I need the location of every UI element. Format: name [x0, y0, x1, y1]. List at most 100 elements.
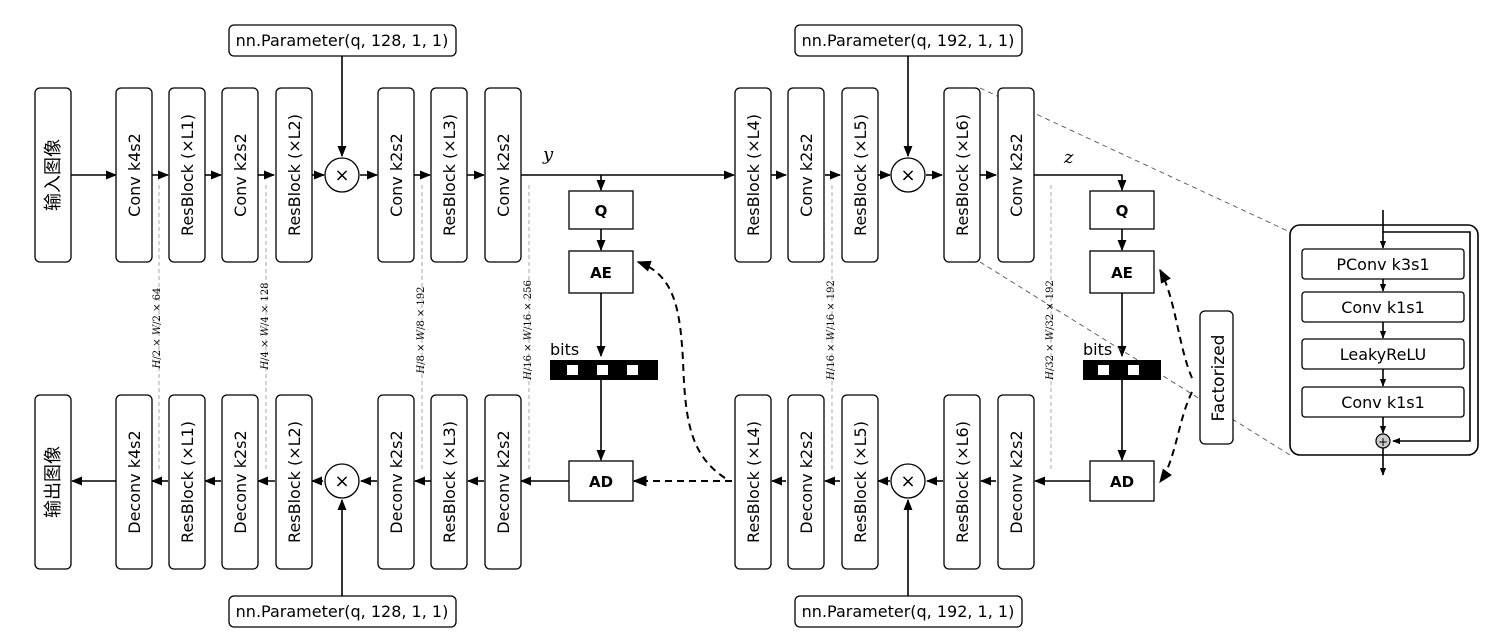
dim-frac-w: W — [1045, 329, 1056, 340]
conv-k1s1-layer-1: Conv k1s1 — [1301, 291, 1465, 323]
dim-channels: 192 — [826, 280, 837, 299]
deconv-k2s2-label-3: Deconv k2s2 — [494, 430, 513, 533]
decoder-hyper: ResBlock (×L4) Deconv k2s2 ResBlock (×L5… — [734, 394, 1035, 570]
leakyrelu-layer: LeakyReLU — [1301, 338, 1465, 370]
dec-resblock-l2-block: ResBlock (×L2) — [275, 394, 313, 570]
dim-channels: 192 — [416, 286, 427, 305]
dim-den-w: 8 — [416, 320, 427, 326]
deconv-k4s2-block: Deconv k4s2 — [115, 394, 153, 570]
param-bottom-main-label: nn.Parameter(q, 128, 1, 1) — [236, 602, 449, 621]
dim-frac-h: H — [260, 361, 271, 371]
svg-text:H/2 × W/2 × 64: H/2 × W/2 × 64 — [152, 288, 163, 370]
resblock-l5-label: ResBlock (×L5) — [851, 114, 870, 236]
hyper-resblock-l4-label: ResBlock (×L4) — [744, 421, 763, 543]
hyper-deconv-k2s2-label-1: Deconv k2s2 — [797, 430, 816, 533]
conv-k2s2-label-4: Conv k2s2 — [797, 133, 816, 217]
param-top-hyper-label: nn.Parameter(q, 192, 1, 1) — [802, 31, 1015, 50]
multiply-node-top-main: × — [324, 157, 360, 193]
resblock-detail-panel: PConv k3s1 Conv k1s1 LeakyReLU Conv k1s1… — [1289, 210, 1479, 476]
multiply-symbol: × — [334, 165, 349, 186]
resblock-l4-block: ResBlock (×L4) — [734, 87, 772, 263]
svg-text:H/8 × W/8 × 192: H/8 × W/8 × 192 — [416, 286, 427, 374]
encoder-main: 输入图像 Conv k4s2 ResBlock (×L1) Conv k2s2 … — [34, 87, 522, 263]
factorized-label: Factorized — [1209, 335, 1229, 422]
deconv-k2s2-block-1: Deconv k2s2 — [221, 394, 259, 570]
resblock-l1-block: ResBlock (×L1) — [168, 87, 206, 263]
param-top-hyper: nn.Parameter(q, 192, 1, 1) — [794, 24, 1023, 57]
dim-den-h: 8 — [416, 355, 427, 361]
dim-den-w: 4 — [260, 316, 271, 322]
ae-block-hyper: AE — [1089, 250, 1155, 294]
dimension-label: H/2 × W/2 × 64 — [152, 288, 163, 370]
conv-k2s2-block-4: Conv k2s2 — [787, 87, 825, 263]
deconv-k2s2-block-2: Deconv k2s2 — [377, 394, 415, 570]
dim-den-h: 32 — [1045, 355, 1056, 368]
dim-den-h: 16 — [826, 355, 837, 368]
ad-block-hyper: AD — [1089, 460, 1155, 502]
dec-resblock-l3-block: ResBlock (×L3) — [430, 394, 468, 570]
param-top-main-label: nn.Parameter(q, 128, 1, 1) — [236, 31, 449, 50]
conv-k4s2-label: Conv k4s2 — [125, 133, 144, 217]
hyper-deconv-k2s2-block-2: Deconv k2s2 — [997, 394, 1035, 570]
output-image-label: 输出图像 — [43, 446, 64, 518]
dimension-annotations: H/2 × W/2 × 64 H/4 × W/4 × 128 H/8 × W/8… — [152, 280, 1056, 381]
dimension-label: H/8 × W/8 × 192 — [416, 286, 427, 374]
resblock-l6-label: ResBlock (×L6) — [953, 114, 972, 236]
hyper-deconv-k2s2-block-1: Deconv k2s2 — [787, 394, 825, 570]
multiply-node-bottom-hyper: × — [890, 463, 926, 499]
multiply-nodes: × × × × — [324, 157, 926, 499]
quantize-label: Q — [595, 202, 608, 220]
dim-channels: 192 — [1045, 280, 1056, 299]
deconv-k4s2-label: Deconv k4s2 — [125, 430, 144, 533]
svg-text:H/4 × W/4 × 128: H/4 × W/4 × 128 — [260, 282, 271, 370]
dim-frac-w: W — [523, 329, 534, 340]
ae-label: AE — [1111, 264, 1133, 282]
param-bottom-hyper: nn.Parameter(q, 192, 1, 1) — [794, 595, 1023, 628]
input-image-block: 输入图像 — [34, 87, 72, 263]
bits-label-main: bits — [550, 340, 579, 359]
latent-z-label: z — [1063, 147, 1074, 168]
dim-frac-h: H — [1045, 371, 1056, 381]
conv-k1s1-label-1: Conv k1s1 — [1341, 298, 1425, 317]
dim-frac-h: H — [152, 359, 163, 369]
hyper-resblock-l6-label: ResBlock (×L6) — [953, 421, 972, 543]
svg-text:H/16 × W/16 × 192: H/16 × W/16 × 192 — [826, 280, 837, 381]
dec-resblock-l3-label: ResBlock (×L3) — [440, 421, 459, 543]
multiply-symbol: × — [900, 165, 915, 186]
svg-text:H/32 × W/32 × 192: H/32 × W/32 × 192 — [1045, 280, 1056, 381]
multiply-symbol: × — [900, 471, 915, 492]
conv-k2s2-block-5: Conv k2s2 — [997, 87, 1035, 263]
resblock-l6-block: ResBlock (×L6) — [943, 87, 981, 263]
leakyrelu-label: LeakyReLU — [1340, 345, 1427, 364]
deconv-k2s2-label-1: Deconv k2s2 — [231, 430, 250, 533]
dim-frac-h: H — [523, 371, 534, 381]
pconv-layer: PConv k3s1 — [1301, 248, 1465, 280]
input-image-label: 输入图像 — [43, 139, 64, 211]
dim-den-h: 4 — [260, 351, 271, 357]
multiply-symbol: × — [334, 471, 349, 492]
add-symbol: + — [1378, 435, 1388, 449]
hyper-deconv-k2s2-label-2: Deconv k2s2 — [1007, 430, 1026, 533]
encoder-hyper: ResBlock (×L4) Conv k2s2 ResBlock (×L5) … — [734, 87, 1035, 263]
hyper-resblock-l5-label: ResBlock (×L5) — [851, 421, 870, 543]
dim-frac-w: W — [152, 324, 163, 335]
dimension-label: H/16 × W/16 × 192 — [826, 280, 837, 381]
resblock-l4-label: ResBlock (×L4) — [744, 114, 763, 236]
dimension-label: H/4 × W/4 × 128 — [260, 282, 271, 370]
dec-resblock-l2-label: ResBlock (×L2) — [285, 421, 304, 543]
pconv-label: PConv k3s1 — [1336, 255, 1429, 274]
dimension-label: H/16 × W/16 × 256 — [523, 280, 534, 381]
resblock-l3-block: ResBlock (×L3) — [430, 87, 468, 263]
resblock-l1-label: ResBlock (×L1) — [178, 114, 197, 236]
svg-text:H/16 × W/16 × 256: H/16 × W/16 × 256 — [523, 280, 534, 381]
dim-channels: 128 — [260, 282, 271, 301]
dim-frac-h: H — [416, 365, 427, 375]
coding-hyper: Q AE bits AD — [1083, 190, 1161, 502]
param-top-main: nn.Parameter(q, 128, 1, 1) — [228, 24, 457, 57]
hyper-resblock-l6-block: ResBlock (×L6) — [943, 394, 981, 570]
add-node: + — [1375, 433, 1391, 449]
conv-k2s2-label-2: Conv k2s2 — [387, 133, 406, 217]
dec-resblock-l1-block: ResBlock (×L1) — [168, 394, 206, 570]
ad-label: AD — [589, 473, 613, 491]
